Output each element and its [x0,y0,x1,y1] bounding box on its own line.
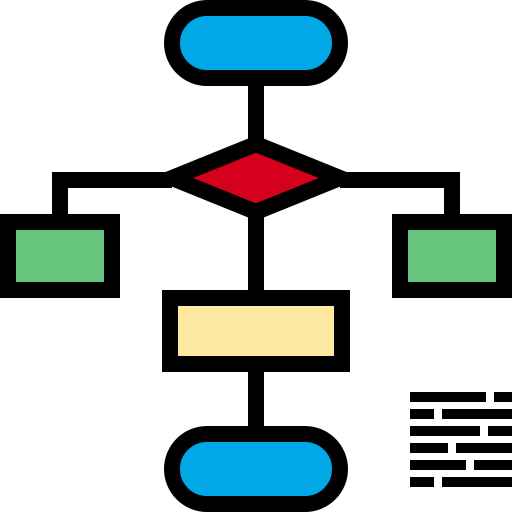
connector-decision-to-left [52,172,172,222]
start-terminal [164,0,348,86]
text-line-5a [410,460,466,470]
striped-text-lines-icon [410,392,512,487]
text-line-5b [474,460,512,470]
decision-diamond [150,135,362,221]
text-line-1a [410,392,486,402]
text-line-6a [410,477,434,487]
text-line-3b [488,426,512,436]
text-line-3a [410,426,480,436]
connector-lines [52,78,460,434]
text-line-4b [456,443,512,453]
end-terminal [164,426,348,512]
text-line-2a [410,409,434,419]
text-line-6b [442,477,512,487]
process-box [162,290,350,372]
right-branch-box [392,214,512,298]
text-line-1b [494,392,512,402]
text-line-4a [410,443,448,453]
connector-decision-to-right [340,172,460,222]
text-line-2b [442,409,512,419]
left-branch-box [0,214,120,298]
